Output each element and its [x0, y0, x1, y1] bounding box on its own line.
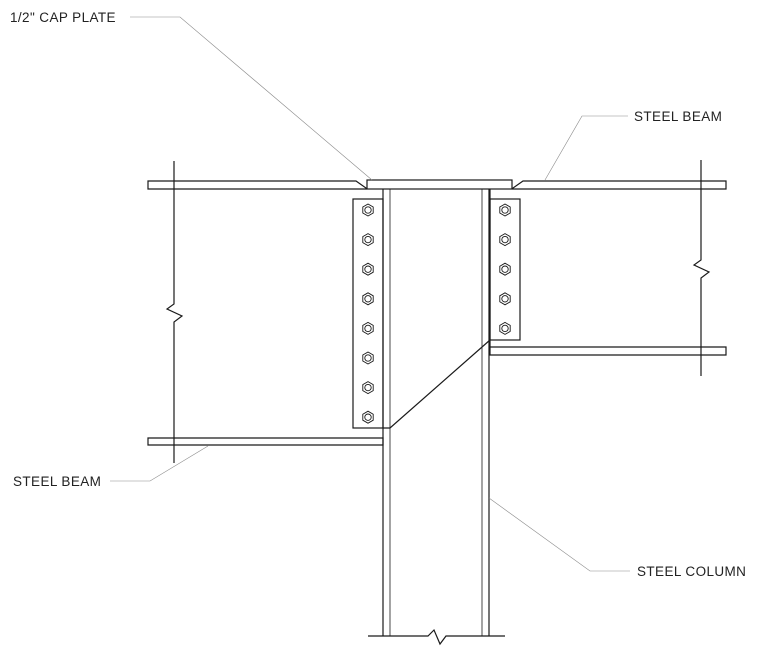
- cap-plate: [366, 179, 513, 190]
- steel-beam-left-label: STEEL BEAM: [13, 474, 101, 489]
- bolt-shank-icon: [501, 295, 509, 303]
- cap-plate-leader: [130, 16, 373, 181]
- steel-column-leader: [488, 497, 630, 572]
- right-beam-top-flange: [512, 180, 727, 190]
- cap-plate-label: 1/2" CAP PLATE: [10, 10, 116, 25]
- bolt-shank-icon: [501, 265, 509, 273]
- bolt-shank-icon: [364, 324, 372, 333]
- left-plate-bolt: [362, 410, 374, 424]
- steel-beam-right-leader: [544, 115, 628, 181]
- right-plate-bolt: [499, 203, 511, 217]
- column-break-line: [368, 628, 505, 646]
- left-plate-bolt: [362, 233, 374, 247]
- left-plate-bolt: [362, 351, 374, 365]
- right-plate-bolt: [499, 292, 511, 306]
- right-steel-beam: [489, 160, 727, 376]
- bolt-shank-icon: [501, 324, 509, 333]
- bolt-shank-icon: [364, 235, 372, 244]
- right-bolt-group: [499, 203, 511, 335]
- left-plate-bolt: [362, 321, 374, 335]
- bolt-shank-icon: [364, 413, 372, 421]
- left-beam-break-line: [165, 161, 184, 463]
- left-shear-plate: [352, 198, 384, 429]
- diagonal-connection-line: [383, 339, 491, 429]
- bolt-shank-icon: [364, 265, 372, 273]
- bolt-shank-icon: [364, 383, 372, 392]
- left-bolt-group: [362, 203, 374, 424]
- left-steel-beam: [147, 161, 384, 463]
- steel-column: [368, 189, 505, 646]
- left-beam-top-flange: [147, 180, 367, 190]
- right-plate-bolt: [499, 262, 511, 276]
- left-plate-bolt: [362, 381, 374, 395]
- bolt-shank-icon: [364, 206, 372, 214]
- right-beam-bottom-flange: [489, 346, 727, 356]
- left-plate-bolt: [362, 262, 374, 276]
- steel-beam-right-label: STEEL BEAM: [634, 109, 722, 124]
- left-beam-bottom-flange: [147, 437, 384, 446]
- right-plate-bolt: [499, 321, 511, 335]
- right-beam-break-line: [692, 160, 711, 376]
- right-shear-plate: [489, 198, 521, 341]
- bolt-shank-icon: [501, 206, 509, 214]
- left-plate-bolt: [362, 292, 374, 306]
- steel-beam-left-leader: [110, 445, 209, 482]
- steel-column-label: STEEL COLUMN: [637, 564, 746, 579]
- bolt-shank-icon: [364, 354, 372, 362]
- right-plate-bolt: [499, 233, 511, 247]
- bolt-shank-icon: [501, 235, 509, 244]
- left-plate-bolt: [362, 203, 374, 217]
- bolt-shank-icon: [364, 295, 372, 303]
